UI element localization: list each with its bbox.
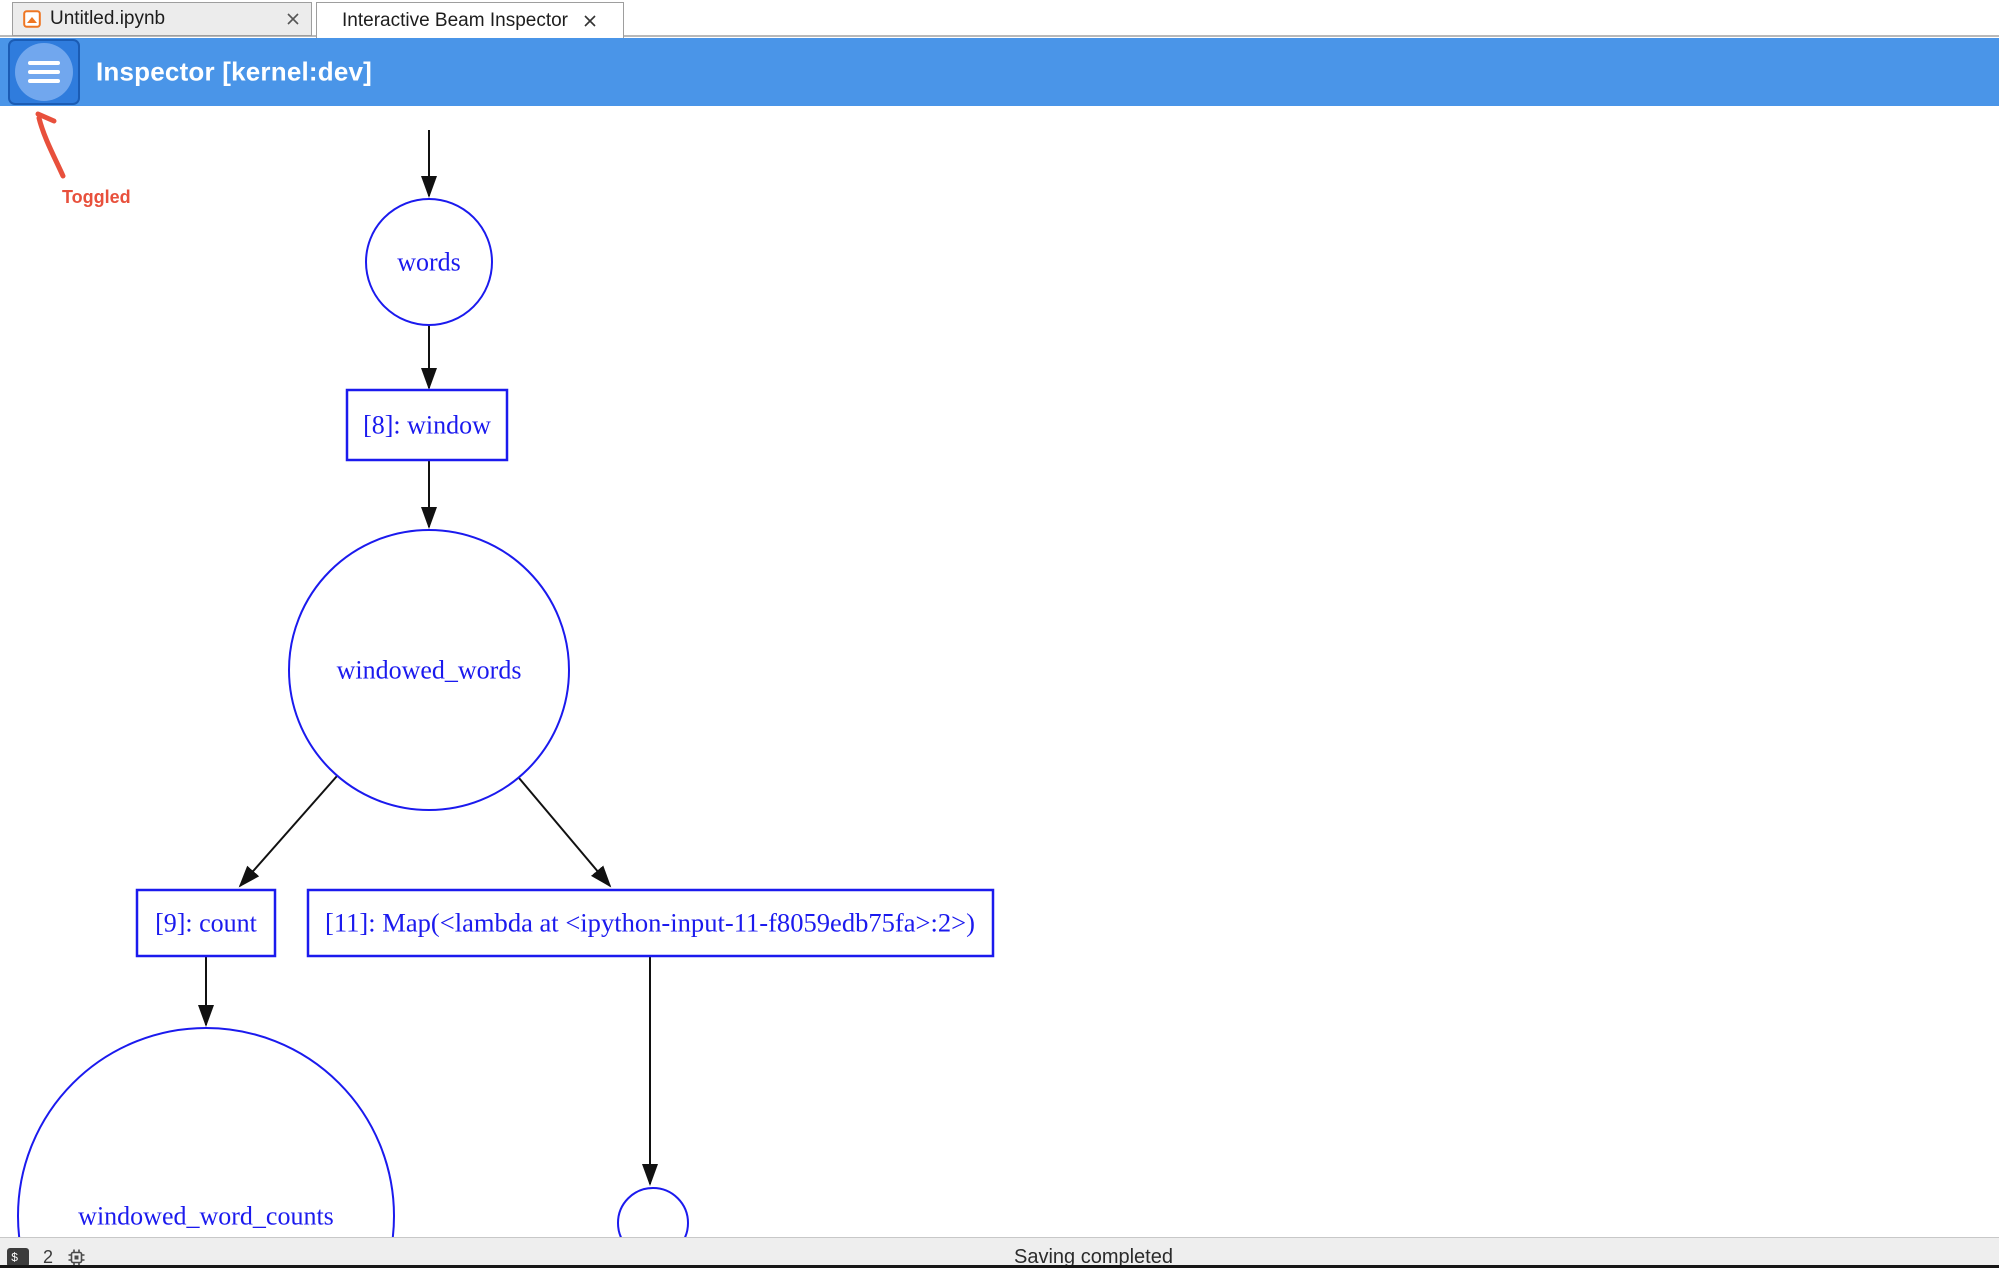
hamburger-menu-icon bbox=[15, 43, 73, 101]
node-windowed-words[interactable]: windowed_words bbox=[288, 529, 570, 811]
kernel-count: 2 bbox=[43, 1247, 54, 1267]
node-map-transform[interactable]: [11]: Map(<lambda at <ipython-input-11-f… bbox=[306, 888, 995, 958]
node-label: [11]: Map(<lambda at <ipython-input-11-f… bbox=[325, 909, 975, 938]
tab-untitled-notebook[interactable]: Untitled.ipynb bbox=[12, 2, 312, 36]
graph-edges bbox=[198, 130, 658, 1186]
annotation-label: Toggled bbox=[62, 187, 131, 207]
edge-windowed-words-to-map bbox=[518, 777, 612, 888]
tab-label: Interactive Beam Inspector bbox=[342, 9, 568, 31]
kernel-icon bbox=[67, 1248, 86, 1267]
notebook-icon bbox=[23, 10, 41, 28]
tab-beam-inspector[interactable]: Interactive Beam Inspector bbox=[316, 2, 624, 38]
page-title: Inspector [kernel:dev] bbox=[96, 56, 373, 87]
status-bar: $ 2 Saving completed bbox=[0, 1237, 1999, 1268]
toggled-annotation: Toggled bbox=[35, 111, 131, 207]
node-window-transform[interactable]: [8]: window bbox=[345, 388, 509, 462]
close-icon[interactable] bbox=[582, 13, 598, 29]
node-label: windowed_word_counts bbox=[78, 1202, 334, 1231]
inspector-toolbar: Inspector [kernel:dev] bbox=[0, 38, 1999, 106]
pipeline-graph-panel: Toggled words [8]: window windowed_words bbox=[0, 106, 1999, 1237]
edge-windowed-words-to-count bbox=[238, 775, 338, 888]
kernel-status-indicator[interactable]: $ 2 bbox=[7, 1247, 86, 1268]
node-windowed-word-counts[interactable]: windowed_word_counts bbox=[17, 1027, 395, 1237]
node-label: [8]: window bbox=[363, 411, 491, 440]
node-output-pcollection[interactable] bbox=[617, 1187, 689, 1237]
tab-label: Untitled.ipynb bbox=[50, 8, 166, 29]
node-label: [9]: count bbox=[155, 909, 258, 938]
status-message: Saving completed bbox=[1014, 1246, 1173, 1268]
node-words[interactable]: words bbox=[365, 198, 493, 326]
hamburger-menu-button[interactable] bbox=[8, 39, 80, 105]
close-icon[interactable] bbox=[285, 11, 301, 27]
node-label: words bbox=[397, 248, 461, 277]
node-count-transform[interactable]: [9]: count bbox=[135, 888, 277, 958]
node-label: windowed_words bbox=[337, 656, 522, 685]
tab-bar: Untitled.ipynb Interactive Beam Inspecto… bbox=[0, 0, 1999, 38]
window-bottom-edge bbox=[0, 1265, 1999, 1268]
terminal-icon: $ bbox=[7, 1248, 29, 1267]
